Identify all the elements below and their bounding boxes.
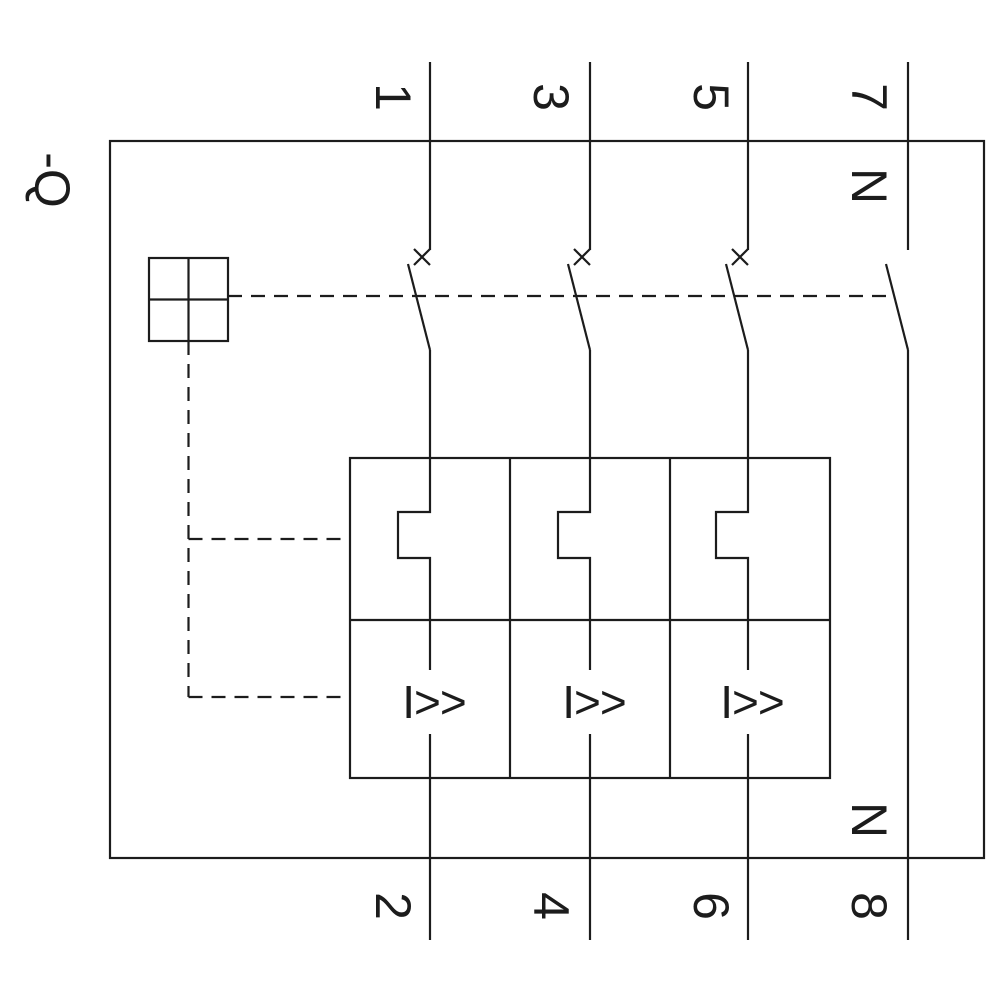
pole-3 [714, 62, 750, 940]
terminal-label-5: 5 [683, 83, 739, 111]
trip-label-3: I>> [720, 676, 784, 728]
neutral-label-top: N [841, 168, 897, 204]
neutral-label-bottom: N [841, 802, 897, 838]
contact-cross-icon [413, 248, 431, 266]
contact-cross-icon [731, 248, 749, 266]
trip-label-1: I>> [402, 676, 466, 728]
contact-blade [724, 263, 750, 351]
enclosure-frame [108, 139, 986, 860]
thermal-release-step [556, 458, 592, 670]
contact-blade [406, 263, 432, 351]
pole-n [884, 62, 910, 940]
pole-1 [396, 62, 432, 940]
trip-label-2: I>> [562, 676, 626, 728]
contact-blade [884, 263, 910, 351]
terminal-label-2: 2 [365, 892, 421, 920]
terminal-label-8: 8 [841, 892, 897, 920]
terminal-label-6: 6 [683, 892, 739, 920]
terminal-label-4: 4 [523, 892, 579, 920]
pole-2 [556, 62, 592, 940]
terminal-label-1: 1 [365, 83, 421, 111]
actuator-box [147, 256, 230, 343]
contact-blade [566, 263, 592, 351]
thermal-release-step [714, 458, 750, 670]
mechanical-coupling [187, 294, 894, 699]
device-label: -Q [24, 152, 80, 208]
terminal-label-7: 7 [841, 83, 897, 111]
contact-cross-icon [573, 248, 591, 266]
thermal-release-step [396, 458, 432, 670]
terminal-label-3: 3 [523, 83, 579, 111]
